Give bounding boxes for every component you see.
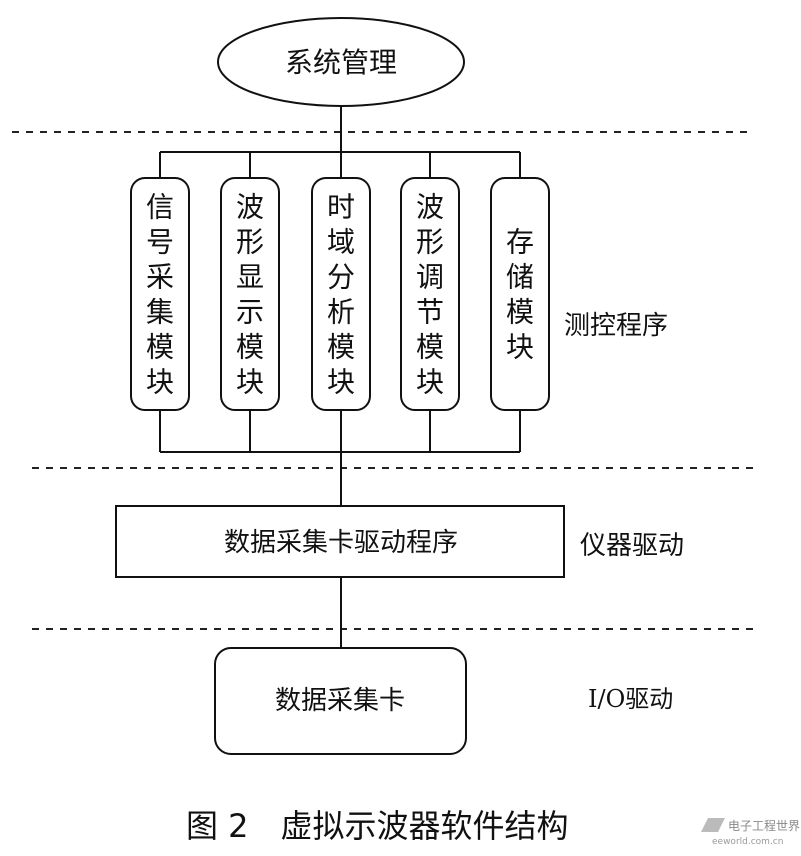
system-management-label: 系统管理 bbox=[285, 46, 397, 79]
figure-caption: 图 2 虚拟示波器软件结构 bbox=[186, 807, 569, 845]
module-box-3 bbox=[311, 177, 371, 411]
layer-label-control: 测控程序 bbox=[564, 311, 668, 341]
connectors bbox=[159, 106, 521, 648]
module-label-3: 时域分析模块 bbox=[327, 191, 355, 399]
layer-label-io: I/O驱动 bbox=[588, 685, 673, 713]
module-label-2: 波形显示模块 bbox=[236, 191, 264, 399]
card-box-label: 数据采集卡 bbox=[275, 686, 405, 716]
watermark-url: eeworld.com.cn bbox=[712, 837, 783, 847]
module-box-1 bbox=[130, 177, 190, 411]
module-label-5: 存储模块 bbox=[506, 226, 534, 364]
driver-box bbox=[115, 505, 565, 578]
watermark: 电子工程世界 eeworld.com.cn bbox=[701, 818, 800, 847]
watermark-title: 电子工程世界 bbox=[728, 818, 800, 833]
driver-box-label: 数据采集卡驱动程序 bbox=[224, 528, 458, 558]
module-box-5 bbox=[490, 177, 550, 411]
layer-label-driver: 仪器驱动 bbox=[580, 531, 684, 561]
module-box-2 bbox=[220, 177, 280, 411]
module-box-4 bbox=[400, 177, 460, 411]
module-group: 信号采集模块 波形显示模块 时域分析模块 波形调节模块 存储模块 bbox=[130, 177, 550, 411]
watermark-logo-icon bbox=[701, 818, 725, 832]
card-box bbox=[214, 647, 467, 755]
module-label-4: 波形调节模块 bbox=[416, 191, 444, 399]
module-label-1: 信号采集模块 bbox=[146, 191, 174, 399]
